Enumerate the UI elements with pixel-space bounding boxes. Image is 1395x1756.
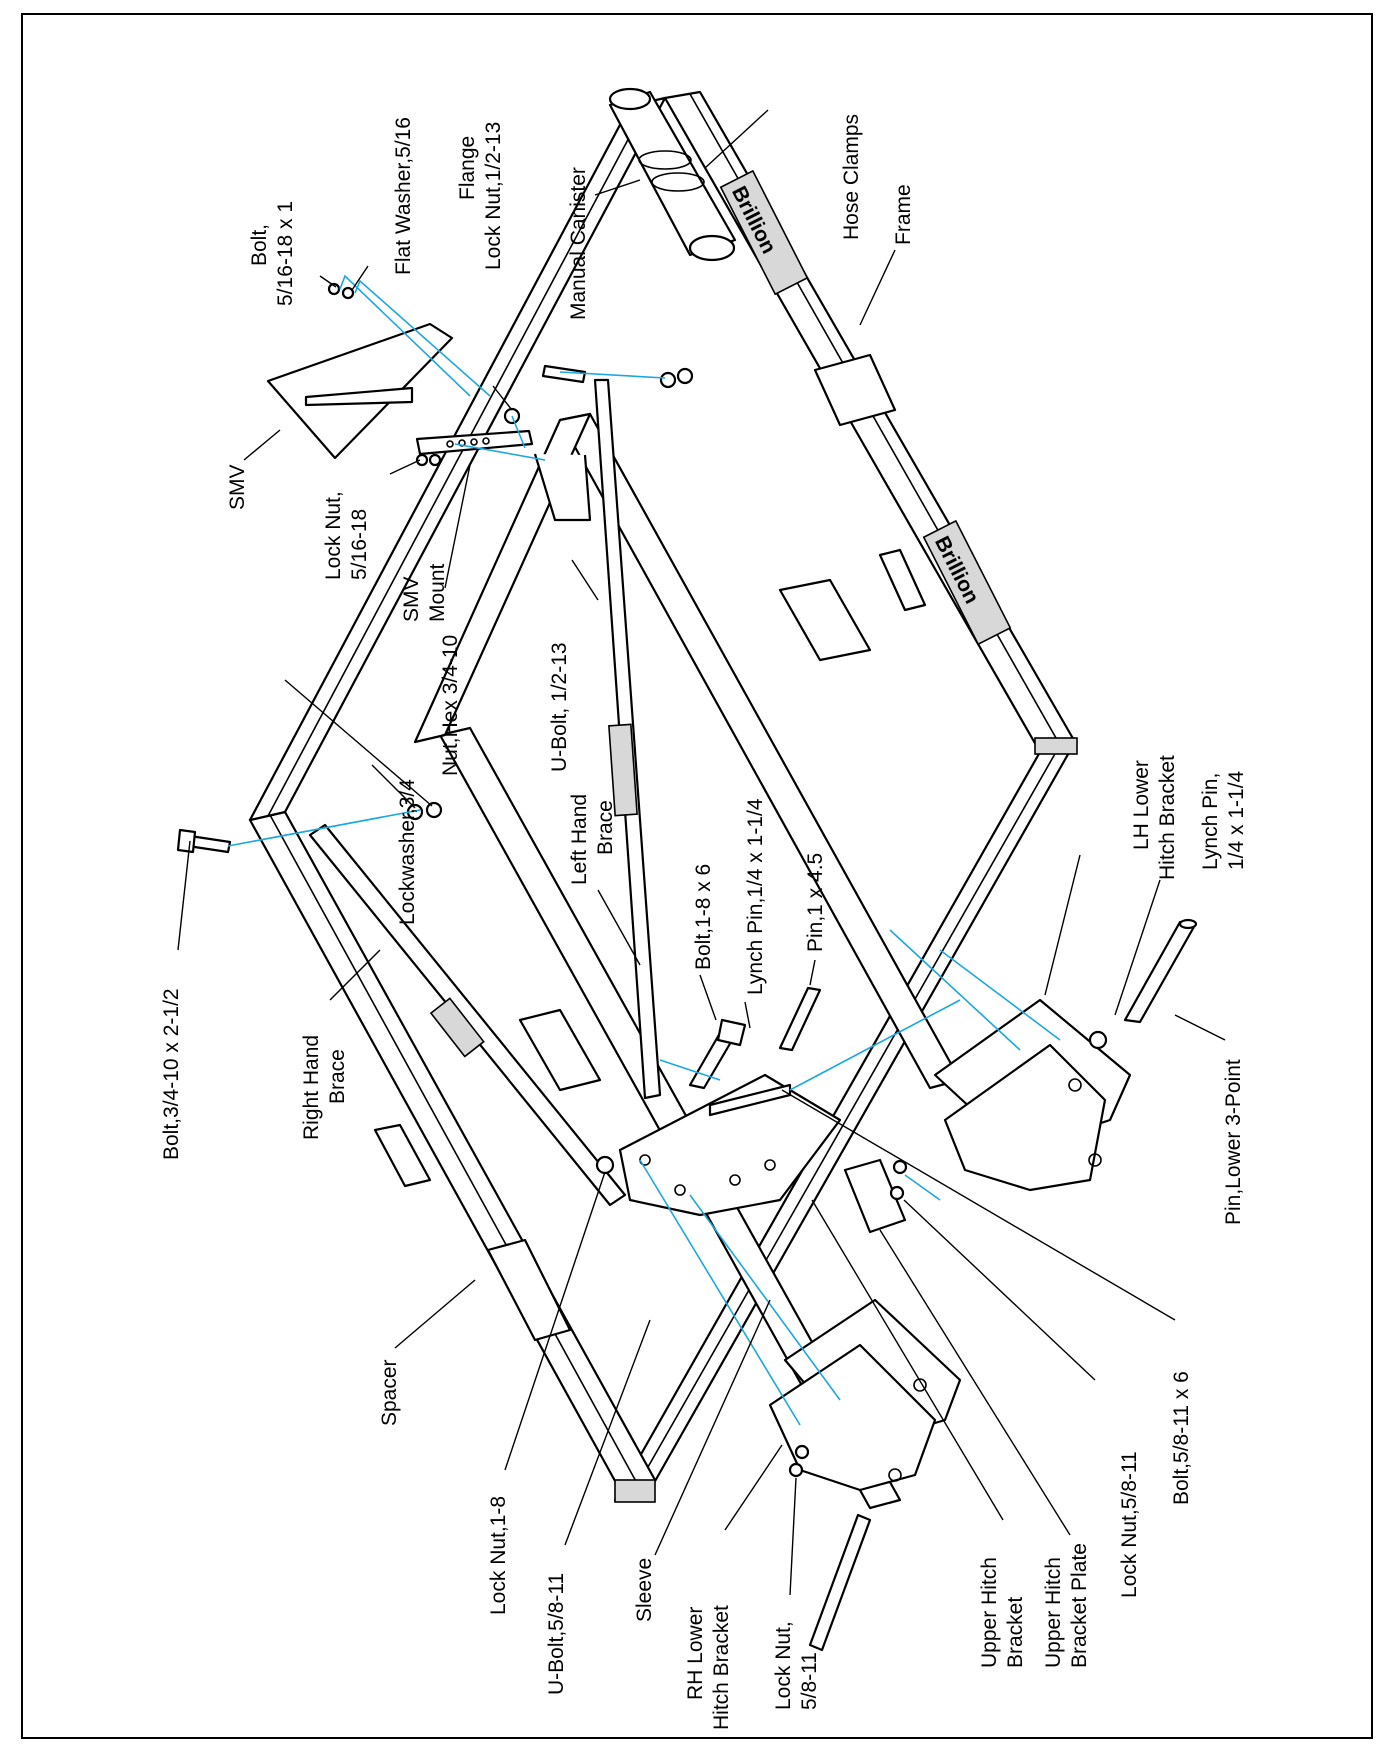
label-lhlh-l2: Hitch Bracket bbox=[1156, 755, 1179, 880]
label-u-bolt-5-8: U-Bolt,5/8-11 bbox=[545, 1573, 568, 1695]
label-sleeve-text: Sleeve bbox=[633, 1558, 656, 1622]
bolt-3-4 bbox=[176, 828, 232, 854]
bolt-1-8x6 bbox=[688, 1018, 747, 1090]
label-bolt-3-4: Bolt,3/4-10 x 2-1/2 bbox=[160, 988, 183, 1160]
label-frame: Frame bbox=[892, 184, 915, 245]
label-smv-mount: SMV Mount bbox=[400, 563, 449, 622]
label-uhp-l1: Upper Hitch bbox=[1042, 1557, 1065, 1668]
label-bolt-5-16-l1: Bolt, bbox=[248, 224, 271, 266]
label-lhb-l2: Brace bbox=[594, 800, 617, 855]
label-uhp-l2: Bracket Plate bbox=[1068, 1543, 1091, 1668]
label-right-hand-brace: Right Hand Brace bbox=[300, 1035, 349, 1140]
label-bolt-5-8-text: Bolt,5/8-11 x 6 bbox=[1170, 1371, 1193, 1505]
label-ln58b-l1: Lock Nut, bbox=[772, 1621, 795, 1710]
label-flat-washer-text: Flat Washer,5/16 bbox=[392, 117, 415, 275]
label-flange-lock-nut: Flange Lock Nut,1/2-13 bbox=[456, 122, 505, 270]
label-bolt-5-16-l2: 5/16-18 x 1 bbox=[274, 201, 297, 306]
label-upper-hitch-bracket: Upper Hitch Bracket bbox=[978, 1557, 1027, 1668]
label-pin-lower-text: Pin,Lower 3-Point bbox=[1222, 1059, 1245, 1225]
lh-lower-hitch-bracket bbox=[933, 998, 1132, 1192]
label-left-hand-brace: Left Hand Brace bbox=[568, 794, 617, 885]
label-ln58b-l2: 5/8-11 bbox=[798, 1652, 821, 1710]
label-lock-nut-5-16: Lock Nut, 5/16-18 bbox=[322, 491, 371, 580]
smv-mount bbox=[415, 429, 534, 456]
label-bolt-5-8: Bolt,5/8-11 x 6 bbox=[1170, 1371, 1193, 1505]
label-u-bolt-1-2: U-Bolt, 1/2-13 bbox=[548, 642, 571, 772]
label-pin-1x4-5: Pin,1 x 4.5 bbox=[804, 853, 827, 952]
label-rhb-l2: Brace bbox=[326, 1049, 349, 1104]
top-bolt bbox=[541, 364, 587, 384]
label-lh-lower-hitch: LH Lower Hitch Bracket bbox=[1130, 755, 1179, 880]
label-smv-text: SMV bbox=[226, 464, 249, 510]
label-flange-l1: Flange bbox=[456, 136, 479, 200]
label-smv-mount-l1: SMV bbox=[400, 576, 423, 622]
left-hand-brace bbox=[593, 378, 662, 1100]
pin-lower-3-point-left bbox=[808, 1513, 872, 1652]
label-flange-l2: Lock Nut,1/2-13 bbox=[482, 122, 505, 270]
label-lynch-pin-mid-text: Lynch Pin,1/4 x 1-1/4 bbox=[744, 798, 767, 995]
rh-lower-hitch-bracket bbox=[768, 1298, 962, 1492]
label-frame-text: Frame bbox=[892, 184, 915, 245]
label-uhb-l1: Upper Hitch bbox=[978, 1557, 1001, 1668]
label-u-bolt-5-8-text: U-Bolt,5/8-11 bbox=[545, 1573, 568, 1695]
label-lock-nut-5-8-right: Lock Nut,5/8-11 bbox=[1118, 1451, 1141, 1598]
label-rhlh-l1: RH Lower bbox=[684, 1607, 707, 1700]
label-spacer: Spacer bbox=[378, 1359, 401, 1426]
label-smv-mount-l2: Mount bbox=[426, 563, 449, 622]
label-lhlh-l1: LH Lower bbox=[1130, 760, 1153, 850]
label-nut-hex-text: Nut,Hex 3/4-10 bbox=[439, 635, 462, 776]
label-lynch-pin-right: Lynch Pin, 1/4 x 1-1/4 bbox=[1199, 770, 1248, 870]
label-lock-nut-5-16-l2: 5/16-18 bbox=[348, 509, 371, 580]
upper-hitch-bracket bbox=[618, 1073, 842, 1217]
pin-1x4-5 bbox=[778, 986, 822, 1052]
label-bolt-5-16: Bolt, 5/16-18 x 1 bbox=[248, 201, 297, 306]
label-sleeve: Sleeve bbox=[633, 1558, 656, 1622]
label-lynch-pin-mid: Lynch Pin,1/4 x 1-1/4 bbox=[744, 798, 767, 995]
label-pin-1x4-5-text: Pin,1 x 4.5 bbox=[804, 853, 827, 952]
label-rh-lower-hitch: RH Lower Hitch Bracket bbox=[684, 1605, 733, 1730]
upper-hitch-plate bbox=[843, 1158, 907, 1234]
leader-lines bbox=[177, 109, 1226, 1596]
smv bbox=[266, 322, 454, 460]
label-bolt-1-8-text: Bolt,1-8 x 6 bbox=[692, 864, 715, 970]
label-lock-nut-1-8: Lock Nut,1-8 bbox=[487, 1496, 510, 1615]
u-bolt-1-2 bbox=[533, 453, 592, 522]
page-border bbox=[21, 13, 1373, 1739]
label-flat-washer: Flat Washer,5/16 bbox=[392, 117, 415, 275]
label-lpr-l2: 1/4 x 1-1/4 bbox=[1225, 770, 1248, 870]
manual-canister bbox=[608, 87, 737, 262]
label-spacer-text: Spacer bbox=[378, 1359, 401, 1426]
label-upper-hitch-plate: Upper Hitch Bracket Plate bbox=[1042, 1543, 1091, 1668]
label-nut-hex: Nut,Hex 3/4-10 bbox=[439, 635, 462, 776]
label-lock-nut-1-8-text: Lock Nut,1-8 bbox=[487, 1496, 510, 1615]
label-lockwasher: Lockwasher,3/4 bbox=[396, 779, 419, 925]
label-pin-lower: Pin,Lower 3-Point bbox=[1222, 1059, 1245, 1225]
label-bolt-1-8: Bolt,1-8 x 6 bbox=[692, 864, 715, 970]
label-bolt-3-4-text: Bolt,3/4-10 x 2-1/2 bbox=[160, 988, 183, 1160]
label-hose-clamps-text: Hose Clamps bbox=[840, 114, 863, 240]
label-hose-clamps: Hose Clamps bbox=[840, 114, 863, 240]
label-rhb-l1: Right Hand bbox=[300, 1035, 323, 1140]
assembly-lines bbox=[227, 274, 1061, 1426]
label-uhb-l2: Bracket bbox=[1004, 1597, 1027, 1668]
label-lock-nut-5-16-l1: Lock Nut, bbox=[322, 491, 345, 580]
pin-lower-3-point-right bbox=[1123, 918, 1198, 1024]
label-lock-nut-5-8-right-text: Lock Nut,5/8-11 bbox=[1118, 1451, 1141, 1598]
label-lhb-l1: Left Hand bbox=[568, 794, 591, 885]
label-manual-canister-text: Manual Canister bbox=[567, 167, 590, 320]
label-lock-nut-5-8-bottom: Lock Nut, 5/8-11 bbox=[772, 1621, 821, 1710]
label-manual-canister: Manual Canister bbox=[567, 167, 590, 320]
label-smv: SMV bbox=[226, 464, 249, 510]
label-lpr-l1: Lynch Pin, bbox=[1199, 773, 1222, 870]
label-lockwasher-text: Lockwasher,3/4 bbox=[396, 779, 419, 925]
label-rhlh-l2: Hitch Bracket bbox=[710, 1605, 733, 1730]
label-u-bolt-1-2-text: U-Bolt, 1/2-13 bbox=[548, 642, 571, 772]
